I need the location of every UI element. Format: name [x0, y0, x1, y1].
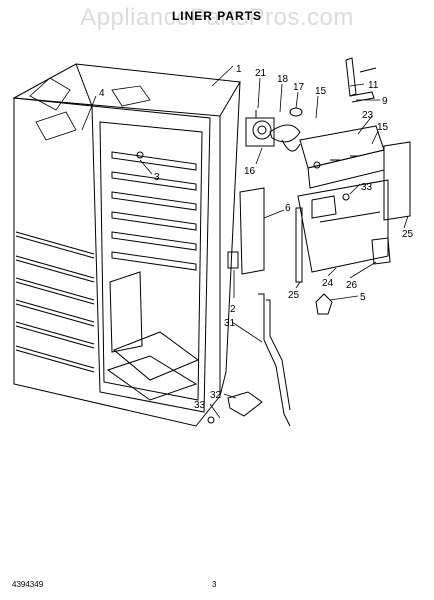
callout-32: 32 — [210, 390, 222, 401]
callout-15: 15 — [315, 86, 327, 97]
callout-21: 21 — [255, 68, 267, 79]
callout-2: 2 — [230, 304, 236, 315]
callout-1: 1 — [236, 64, 242, 75]
callout-33-damper: 33 — [194, 400, 206, 411]
back-panel — [297, 179, 389, 273]
page-title: LINER PARTS — [171, 9, 263, 23]
document-number: 4394349 — [12, 580, 44, 589]
small-cover — [227, 251, 239, 269]
callout-3: 3 — [154, 172, 160, 183]
fan-assembly — [245, 107, 303, 152]
callout-17: 17 — [293, 82, 305, 93]
page-number: 3 — [212, 580, 217, 589]
callout-11: 11 — [368, 80, 379, 91]
callout-26: 26 — [346, 280, 358, 291]
screw — [207, 416, 215, 424]
screw — [313, 161, 321, 169]
liner-cabinet — [12, 63, 241, 427]
callout-16: 16 — [244, 166, 256, 177]
side-strip-left — [295, 207, 303, 283]
bracket-26 — [371, 237, 391, 265]
callout-25-left: 25 — [288, 290, 300, 301]
callout-18: 18 — [277, 74, 289, 85]
callout-15-cover: 15 — [377, 122, 389, 133]
callout-31: 31 — [224, 318, 236, 329]
shelf-rails — [111, 151, 197, 271]
callout-23: 23 — [362, 110, 374, 121]
callout-33: 33 — [361, 182, 373, 193]
screw — [342, 193, 350, 201]
callout-24: 24 — [322, 278, 334, 289]
callout-9: 9 — [382, 96, 388, 107]
callout-6: 6 — [285, 203, 291, 214]
side-panel-right — [383, 141, 411, 221]
damper — [227, 391, 263, 417]
callout-labels: 1 21 18 17 15 11 9 4 3 23 15 16 33 6 25 … — [99, 64, 414, 411]
clip-5 — [315, 293, 333, 315]
drain-tube — [258, 293, 291, 427]
callout-5: 5 — [360, 292, 366, 303]
evaporator-cover — [299, 125, 385, 189]
cover-strip — [239, 187, 265, 275]
watermark: AppliancePartsPros.com — [80, 4, 354, 31]
callout-4: 4 — [99, 88, 105, 99]
screw — [136, 151, 144, 159]
leader-lines — [81, 65, 409, 419]
callout-25-right: 25 — [402, 229, 414, 240]
